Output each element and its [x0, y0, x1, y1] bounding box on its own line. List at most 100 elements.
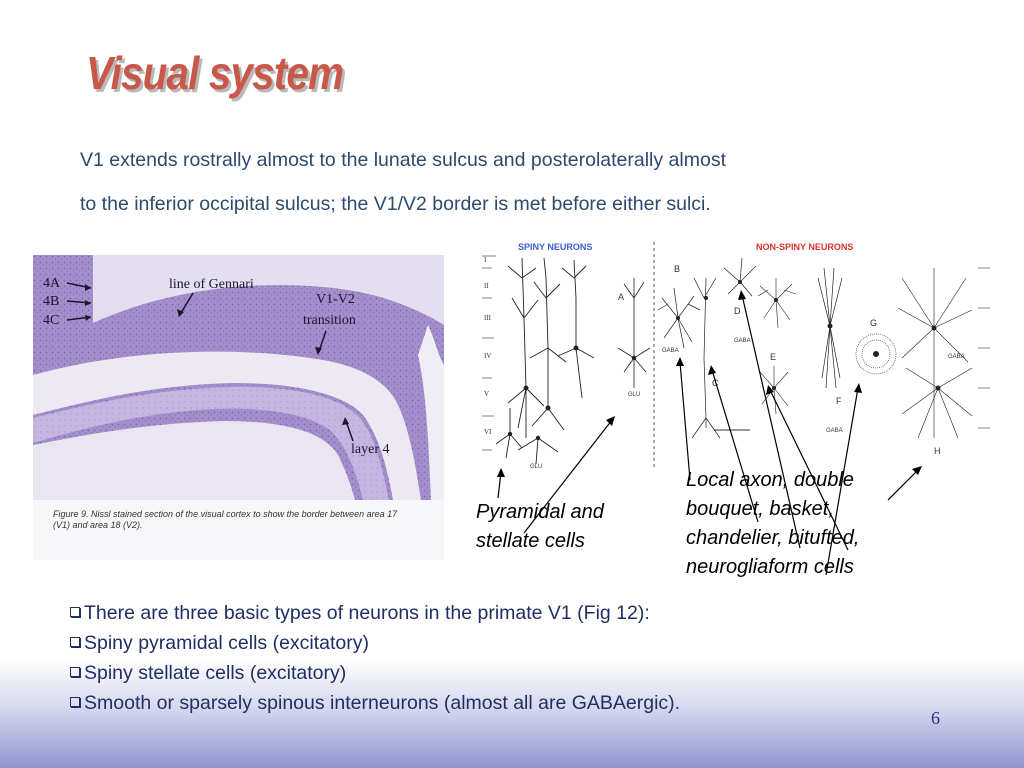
label-gennari: line of Gennari — [169, 277, 254, 292]
letter-e: E — [770, 352, 776, 362]
page-number: 6 — [931, 708, 940, 728]
letter-b: B — [674, 264, 680, 274]
neuron-types-figure: SPINY NEURONS NON-SPINY NEURONS I II III… — [478, 238, 992, 470]
white-matter-band — [33, 351, 421, 500]
pointer-local-5 — [825, 387, 859, 576]
arrowhead-local-4 — [766, 385, 774, 395]
soma-c — [704, 296, 708, 300]
neuron-f — [817, 267, 843, 389]
pyramidal-neurons — [495, 257, 595, 465]
soma-basket — [774, 298, 778, 302]
tag-gaba-d: GABA — [734, 338, 751, 344]
bullet-item: Spiny pyramidal cells (excitatory) — [70, 628, 680, 658]
slide-title: Visual system — [86, 47, 344, 99]
bullet-item: Spiny stellate cells (excitatory) — [70, 658, 680, 688]
arrowhead-layer4 — [342, 417, 349, 425]
arrow-v1v2 — [318, 330, 327, 352]
arrow-gennari — [180, 292, 194, 314]
pointer-local-1 — [679, 361, 691, 481]
tag-gaba-f: GABA — [826, 428, 843, 434]
tag-gaba-h: GABA — [948, 354, 965, 360]
arrowhead-v1v2 — [315, 347, 322, 355]
soma-b — [676, 316, 680, 320]
tag-glu-a: GLU — [628, 392, 640, 398]
neuron-h — [897, 268, 973, 439]
layer-mark-5: V — [484, 390, 489, 398]
soma-h — [931, 325, 937, 331]
soma-5 — [535, 435, 541, 441]
layer-mark-2: II — [484, 282, 489, 290]
annotation-local-axon: Local axon, double bouquet, basket, chan… — [686, 466, 859, 582]
bullet-text: Spiny pyramidal cells (excitatory) — [84, 632, 370, 654]
neuron-g-arbor — [855, 333, 897, 375]
arrowhead-local-6 — [912, 466, 922, 475]
soma-d — [738, 280, 742, 284]
caption-area — [33, 500, 444, 560]
arrowhead-4b — [85, 300, 91, 306]
letter-d: D — [734, 306, 741, 316]
label-4a: 4A — [43, 276, 61, 291]
label-4b: 4B — [43, 294, 59, 309]
figure-caption: Figure 9. Nissl stained section of the v… — [53, 509, 398, 530]
layer-marks: I II III IV V VI — [484, 256, 492, 436]
letter-g: G — [870, 318, 877, 328]
intro-line-1: V1 extends rostrally almost to the lunat… — [80, 149, 726, 171]
annotation-local-line-4: neurogliaform cells — [686, 556, 854, 578]
neuron-basket — [757, 278, 797, 329]
soma-f — [827, 323, 833, 329]
annotation-local-line-1: Local axon, double — [686, 469, 854, 491]
bullet-text: Spiny stellate cells (excitatory) — [84, 662, 347, 684]
soma-2 — [545, 405, 551, 411]
bottom-gradient-band — [0, 658, 1024, 768]
checkbox-bullet-icon — [70, 697, 80, 707]
annotation-pyramidal-line-1: Pyramidal and — [476, 501, 604, 523]
lower-white-matter — [33, 421, 355, 500]
arrow-layer4 — [345, 420, 354, 442]
annotation-local-line-3: chandelier, bitufted, — [686, 527, 860, 549]
label-4c: 4C — [43, 313, 59, 328]
arrowhead-pyr-2 — [606, 416, 615, 426]
annotation-pyramidal: Pyramidal and stellate cells — [476, 498, 604, 556]
soma-1 — [523, 385, 529, 391]
soma-3 — [573, 345, 579, 351]
layer-mark-4: IV — [484, 352, 491, 360]
header-spiny: SPINY NEURONS — [518, 242, 592, 252]
arrowhead-4c — [85, 315, 91, 321]
bullet-list: There are three basic types of neurons i… — [70, 598, 680, 718]
layer-mark-3: III — [484, 314, 492, 322]
bullet-text: There are three basic types of neurons i… — [84, 602, 650, 624]
arrowhead-4a — [85, 284, 91, 291]
pointer-local-3 — [741, 294, 801, 549]
letter-a: A — [618, 292, 624, 302]
label-v1v2-2: transition — [303, 313, 356, 328]
layer-mark-6: VI — [484, 428, 492, 436]
soma-e — [772, 386, 776, 390]
label-layer4: layer 4 — [351, 442, 389, 457]
lower-cortex-band — [33, 386, 389, 500]
soma-g — [873, 351, 879, 357]
neuron-c — [691, 277, 721, 439]
tag-glu-left: GLU — [530, 464, 542, 470]
pointer-pyramidal-2 — [523, 419, 613, 534]
right-edge — [418, 325, 444, 500]
annotation-local-line-2: bouquet, basket, — [686, 498, 834, 520]
arrowhead-local-5 — [854, 383, 862, 393]
stellate-neuron-a — [617, 278, 651, 388]
bullet-text: Smooth or sparsely spinous interneurons … — [84, 692, 681, 714]
letter-f: F — [836, 396, 842, 406]
checkbox-bullet-icon — [70, 637, 80, 647]
arrowhead-gennari — [177, 309, 184, 317]
neuron-e — [759, 366, 789, 415]
neuron-d — [723, 257, 757, 297]
nissl-section-figure: 4A 4B 4C line of Gennari V1-V2 transitio… — [33, 255, 444, 560]
letter-h: H — [934, 446, 941, 456]
nissl-section-image: 4A 4B 4C line of Gennari V1-V2 transitio… — [33, 255, 444, 560]
arrowhead-local-3 — [738, 290, 746, 300]
arrowhead-pyr-1 — [497, 468, 505, 477]
pointer-local-2 — [711, 369, 759, 523]
pia-surface — [93, 255, 444, 325]
checkbox-bullet-icon — [70, 607, 80, 617]
annotation-pyramidal-line-2: stellate cells — [476, 530, 585, 552]
soma-h2 — [935, 385, 941, 391]
